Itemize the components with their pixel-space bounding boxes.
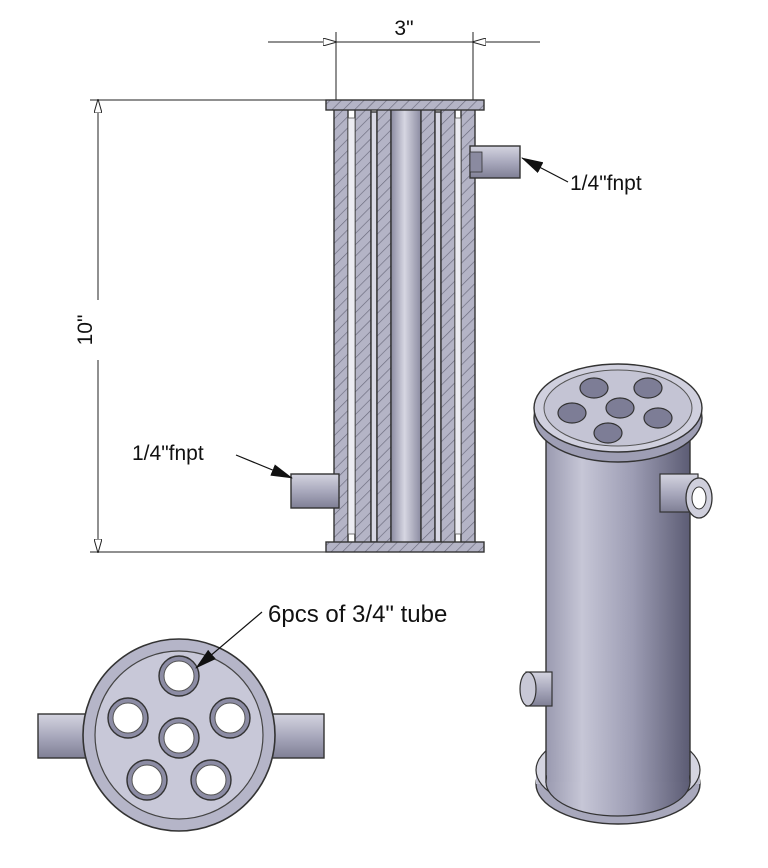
tube-section-2 <box>376 103 392 549</box>
annulus-right <box>454 117 462 535</box>
tube-bore <box>131 764 163 796</box>
lower-port <box>290 473 340 509</box>
tube-bore <box>112 702 144 734</box>
width-dimension: 3" <box>268 17 540 100</box>
iso-tube-hole <box>633 377 663 399</box>
upper-port-leader <box>521 157 569 183</box>
tube-bore <box>195 764 227 796</box>
iso-cylinder-base-fill <box>547 740 689 782</box>
top-view-tubes <box>107 655 251 801</box>
tube-bore <box>214 702 246 734</box>
iso-tube-hole <box>579 377 609 399</box>
iso-tube-hole <box>593 422 623 444</box>
top-view-port-right <box>267 713 325 759</box>
lower-port-label: 1/4"fnpt <box>132 442 204 465</box>
height-dimension: 10" <box>74 100 336 552</box>
bottom-tube-sheet <box>325 541 485 553</box>
iso-cylinder-body <box>545 407 691 783</box>
annulus-left <box>347 117 356 535</box>
tube-bore-2 <box>434 111 442 543</box>
section-view <box>290 99 521 553</box>
tubes-callout: 6pcs of 3/4" tube <box>195 601 447 669</box>
tubes-label: 6pcs of 3/4" tube <box>268 601 447 628</box>
tube-section-1 <box>354 103 372 549</box>
tubes-leader <box>195 611 263 669</box>
lower-port-callout: 1/4"fnpt <box>132 442 293 479</box>
iso-upper-port-bore <box>691 486 707 510</box>
upper-port-bore <box>469 151 483 173</box>
height-label: 10" <box>74 315 97 346</box>
width-label: 3" <box>394 17 413 40</box>
upper-port-label: 1/4"fnpt <box>570 172 642 195</box>
iso-view <box>519 363 713 825</box>
iso-tube-hole <box>557 402 587 424</box>
upper-port-callout: 1/4"fnpt <box>521 157 642 195</box>
iso-tube-hole <box>643 407 673 429</box>
iso-tube-hole <box>605 397 635 419</box>
upper-port <box>469 145 521 179</box>
lower-port-leader <box>235 454 293 479</box>
tube-section-4 <box>440 103 456 549</box>
tube-bore <box>163 722 195 754</box>
top-view <box>37 638 325 832</box>
tube-bore-1 <box>370 111 378 543</box>
center-tube <box>390 103 422 549</box>
iso-lower-port-face <box>519 671 537 707</box>
top-tube-sheet <box>325 99 485 111</box>
iso-tube-holes <box>557 377 673 444</box>
tube-bore <box>163 660 195 692</box>
tube-section-3 <box>420 103 436 549</box>
